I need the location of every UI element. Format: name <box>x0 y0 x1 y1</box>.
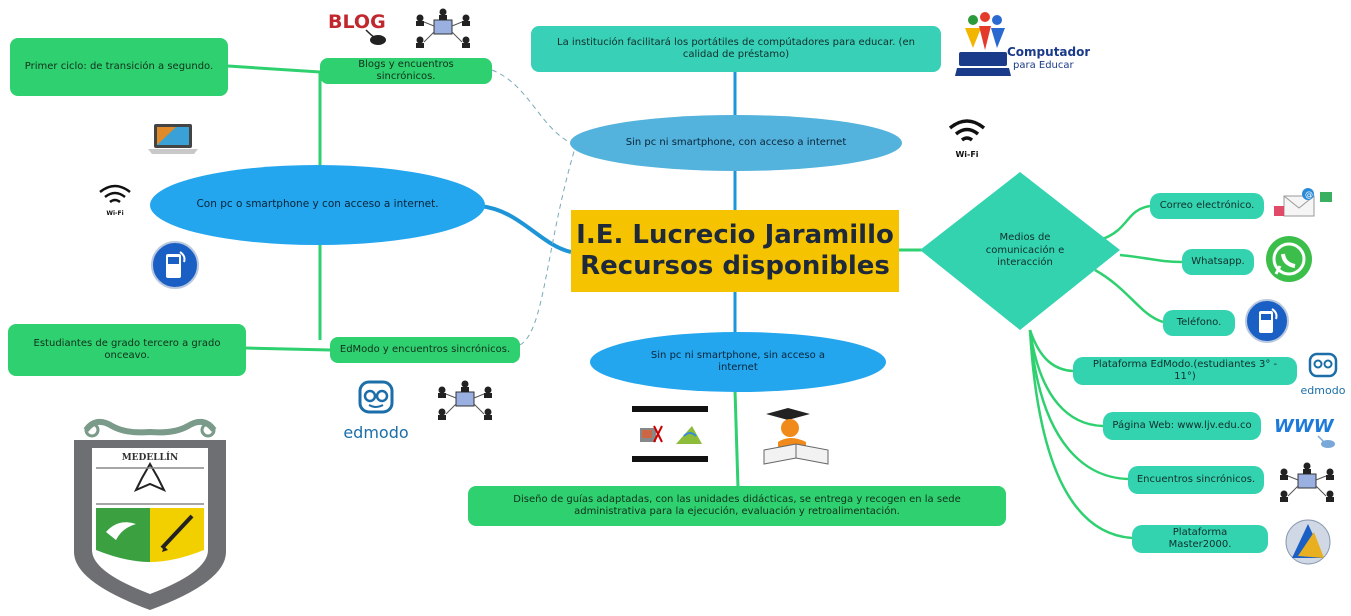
master2000-icon <box>1284 518 1332 566</box>
blog-icon: BLOG <box>326 6 392 48</box>
wifi-icon-label: Wi-Fi <box>106 210 123 217</box>
phone-icon <box>1244 298 1290 344</box>
school-crest-logo: MEDELLÍN <box>66 412 234 612</box>
diamond-label: Medios de comunicación e interacción <box>985 232 1065 268</box>
students-node[interactable]: Estudiantes de grado tercero a grado onc… <box>8 324 246 376</box>
loan-node[interactable]: La institución facilitará los portátiles… <box>531 26 941 72</box>
no-pc-internet-node[interactable]: Sin pc ni smartphone, con acceso a inter… <box>570 115 902 171</box>
laptop-icon <box>146 122 200 156</box>
svg-text:@: @ <box>1305 190 1313 199</box>
central-title[interactable]: I.E. Lucrecio Jaramillo Recursos disponi… <box>571 210 899 292</box>
with-internet-node[interactable]: Con pc o smartphone y con acceso a inter… <box>150 165 485 245</box>
network-people-icon-2 <box>434 378 496 422</box>
first-cycle-node[interactable]: Primer ciclo: de transición a segundo. <box>10 38 228 96</box>
no-pc-no-internet-node[interactable]: Sin pc ni smartphone, sin acceso a inter… <box>590 332 886 392</box>
whatsapp-icon <box>1264 234 1314 284</box>
sync-meetings-item[interactable]: Encuentros sincrónicos. <box>1128 466 1264 494</box>
edmodo-logo-text: edmodo <box>343 423 408 442</box>
computadores-para-educar-logo: Computadores para Educar <box>955 10 1106 88</box>
mobile-phone-icon <box>150 240 200 290</box>
edmodo-platform-item[interactable]: Plataforma EdModo.(estudiantes 3° - 11°) <box>1073 357 1297 385</box>
blog-icon-text: BLOG <box>328 11 386 33</box>
wifi-large-icon: Wi-Fi <box>944 114 990 162</box>
student-reading-icon <box>760 400 832 472</box>
wifi-icon: Wi-Fi <box>92 180 138 220</box>
guides-node[interactable]: Diseño de guías adaptadas, con las unida… <box>468 486 1006 526</box>
edmodo-logo-icon: edmodo <box>338 378 414 444</box>
www-icon: WWW <box>1270 410 1340 452</box>
master2000-item[interactable]: Plataforma Master2000. <box>1132 525 1268 553</box>
diamond-node[interactable] <box>920 172 1120 330</box>
email-item[interactable]: Correo electrónico. <box>1150 193 1264 219</box>
cpe-logo-line1: Computadores <box>1007 45 1090 59</box>
edmodo-small-text: edmodo <box>1301 384 1346 397</box>
network-people-icon-3 <box>1276 460 1338 504</box>
www-icon-text: WWW <box>1274 416 1335 437</box>
cpe-logo-line2: para Educar <box>1013 60 1075 71</box>
central-title-line2: Recursos disponibles <box>580 251 890 281</box>
email-icon: @ <box>1270 186 1336 220</box>
wifi-large-label: Wi-Fi <box>955 150 978 159</box>
whatsapp-item[interactable]: Whatsapp. <box>1182 249 1254 275</box>
edmodo-small-icon: edmodo <box>1300 352 1346 400</box>
central-title-line1: I.E. Lucrecio Jaramillo <box>576 219 894 250</box>
network-people-icon <box>412 6 474 50</box>
edmodo-node[interactable]: EdModo y encuentros sincrónicos. <box>330 337 520 363</box>
no-internet-icon <box>632 406 710 464</box>
phone-item[interactable]: Teléfono. <box>1163 310 1235 336</box>
crest-top-text: MEDELLÍN <box>122 451 179 463</box>
blogs-node[interactable]: Blogs y encuentros sincrónicos. <box>320 58 492 84</box>
website-item[interactable]: Página Web: www.ljv.edu.co <box>1103 412 1261 440</box>
